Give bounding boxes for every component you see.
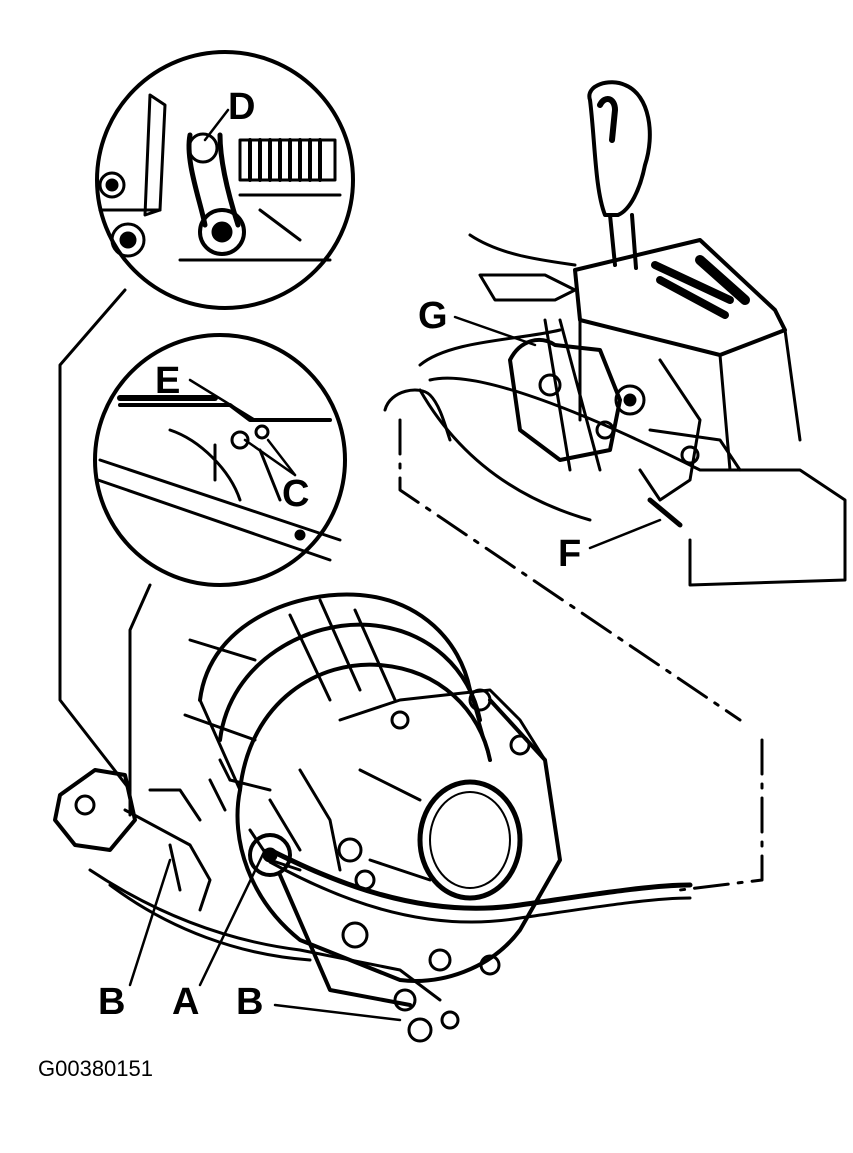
leader-c-2 <box>266 438 297 477</box>
leader-g <box>453 315 537 347</box>
leader-b-left <box>128 858 172 987</box>
detail-ec-mechanism <box>96 395 342 562</box>
callout-c: C <box>282 473 310 515</box>
shifter-cable-dash-line <box>398 418 764 892</box>
callout-leaders <box>128 108 662 1022</box>
leader-b-right <box>273 1003 402 1022</box>
transmission-assembly <box>53 592 693 1043</box>
callout-a: A <box>172 981 200 1023</box>
callout-b-left: B <box>98 981 126 1023</box>
shifter-assembly <box>383 80 847 587</box>
callout-e: E <box>155 360 181 402</box>
figure-id-label: G00380151 <box>38 1056 153 1081</box>
callout-g: G <box>418 295 448 337</box>
detail-circle-d <box>95 50 355 310</box>
leader-d <box>203 108 230 142</box>
callout-f: F <box>558 533 582 575</box>
detail-circle-ec <box>93 333 347 587</box>
detail-leader-lines <box>58 288 152 817</box>
leader-e <box>188 378 257 422</box>
leader-f <box>588 518 662 550</box>
detail-d-mechanism <box>98 93 342 262</box>
callout-b-right: B <box>236 981 264 1023</box>
leader-c-1 <box>243 438 297 477</box>
callout-d: D <box>228 86 256 128</box>
leader-a <box>198 848 267 987</box>
